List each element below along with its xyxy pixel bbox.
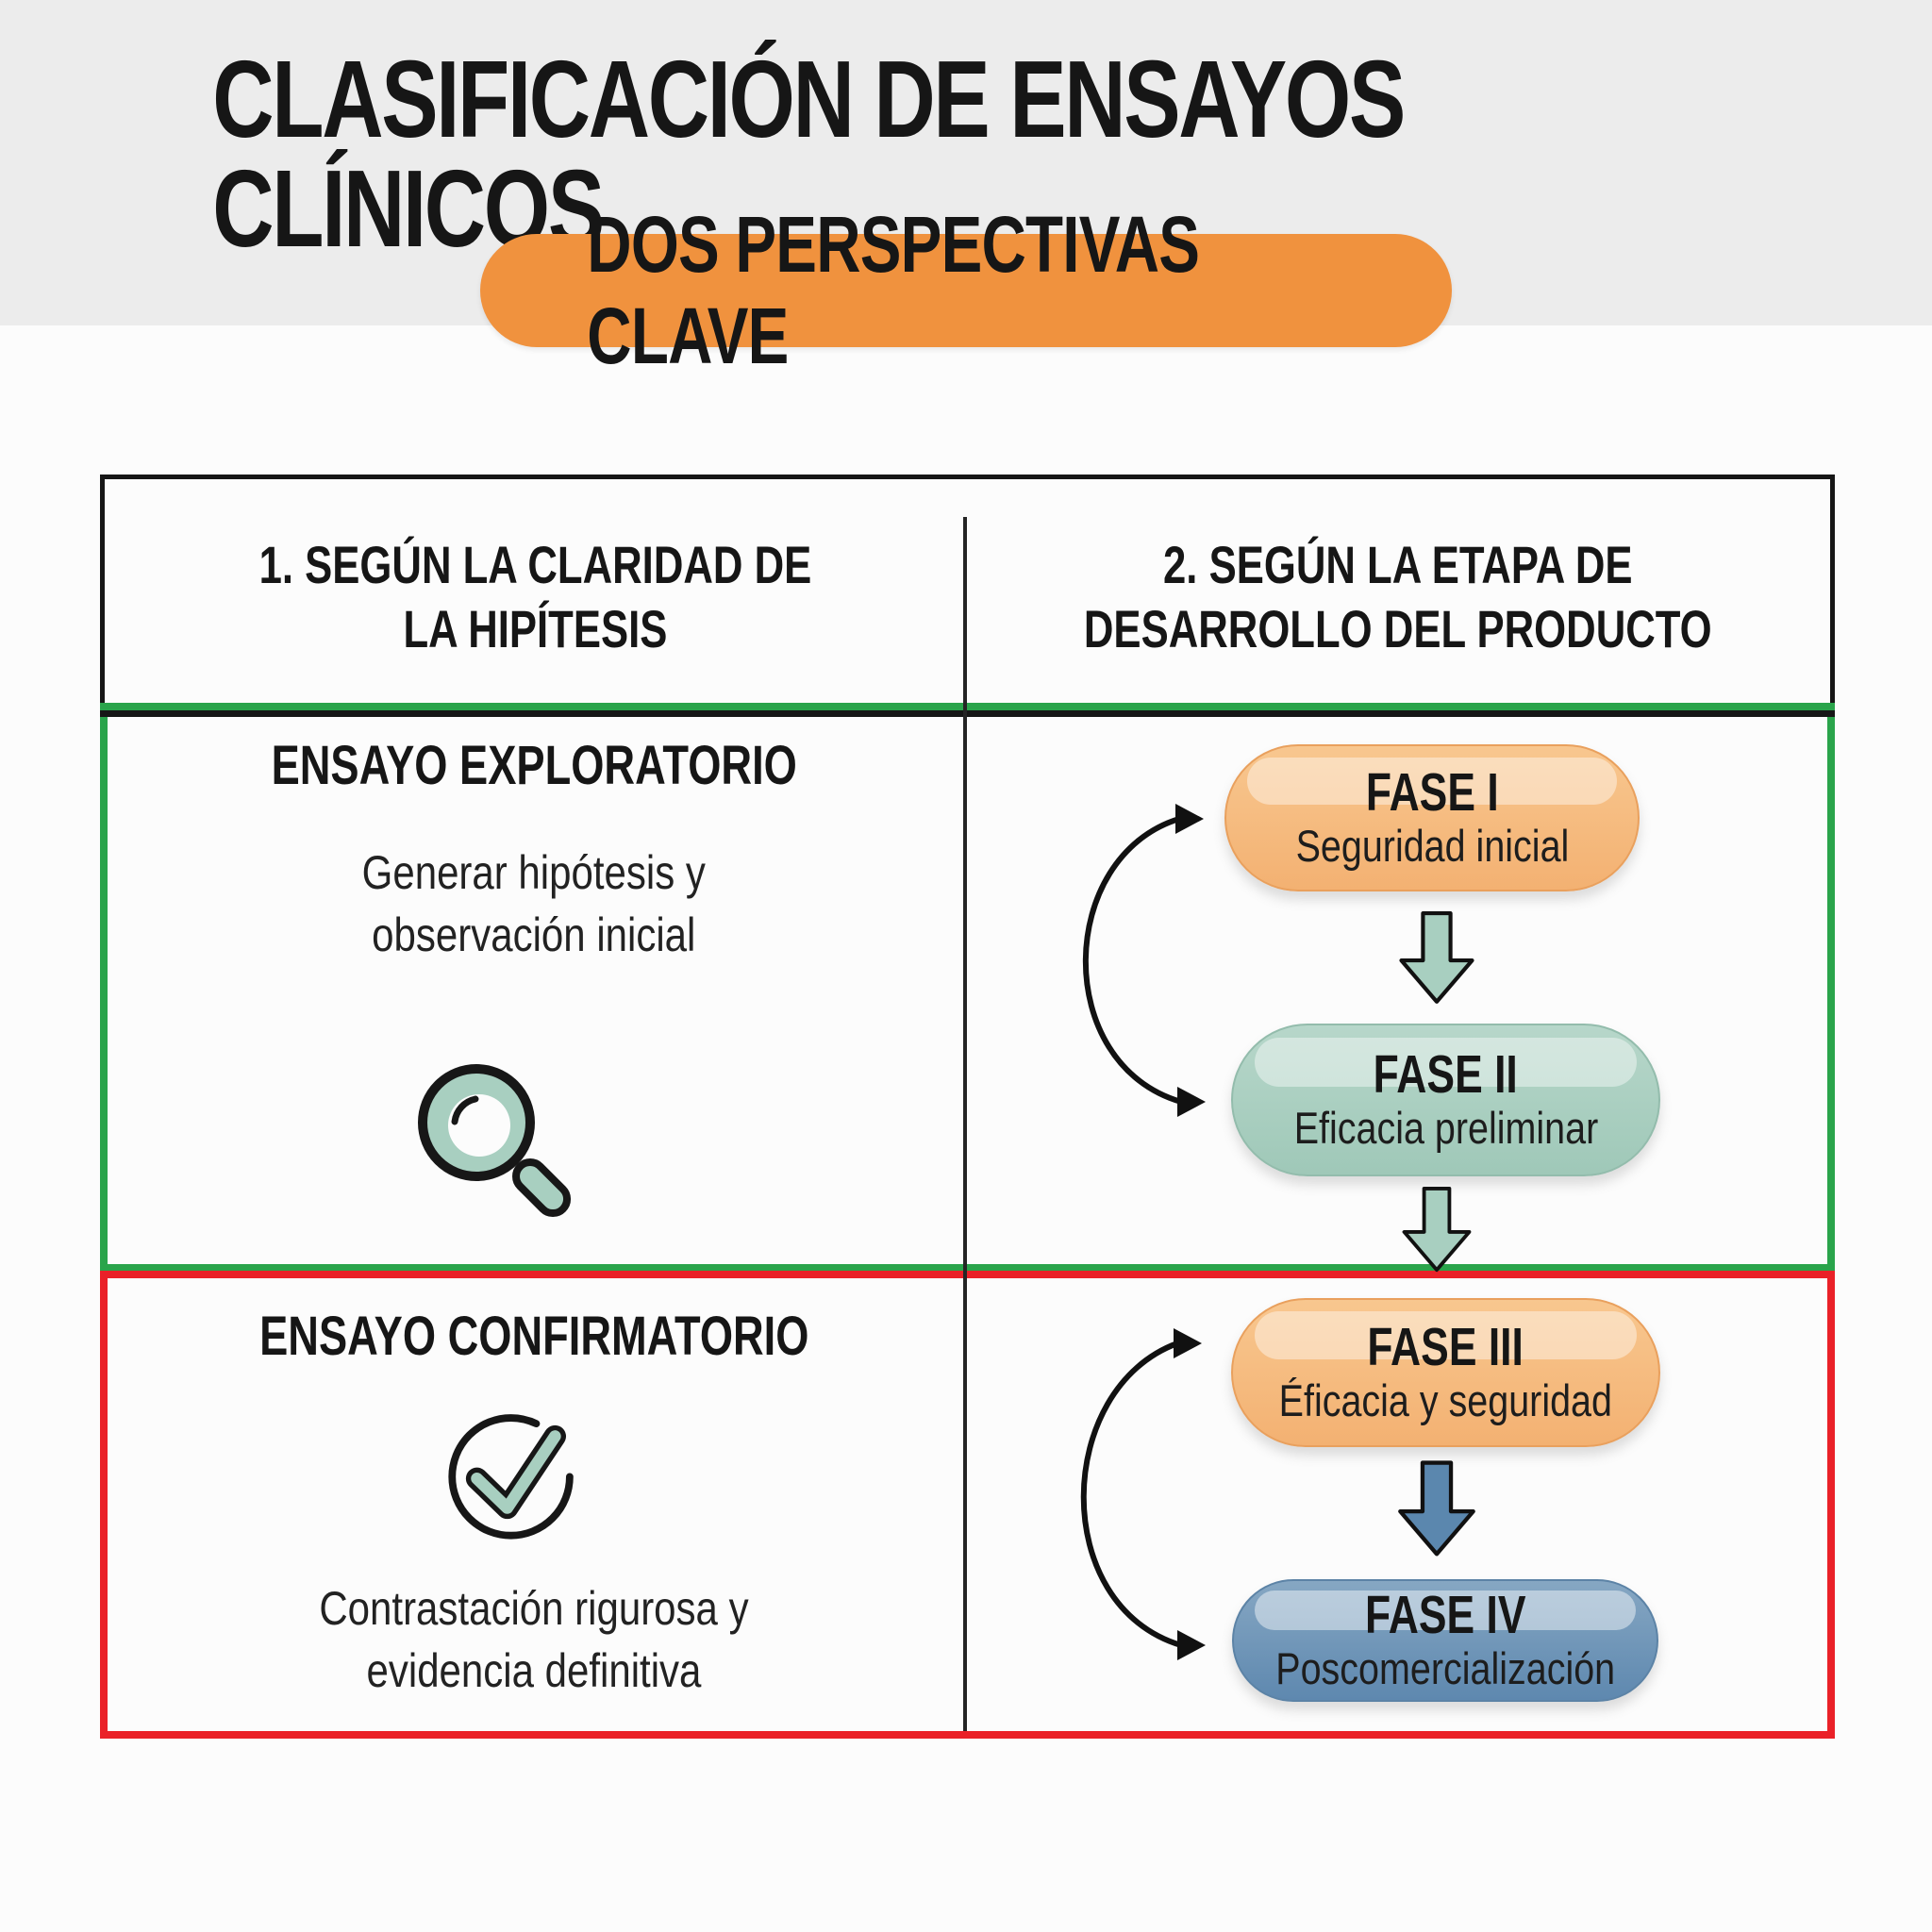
confirmatory-row-border (100, 1271, 1835, 1739)
curve-arrow-phase3-phase4 (1028, 1313, 1217, 1672)
phase-3-label: FASE III (1367, 1317, 1524, 1378)
column-header-development: 2. SEGÚN LA ETAPA DE DESARROLLO DEL PROD… (974, 495, 1823, 698)
subtitle-badge-text: DOS PERSPECTIVAS CLAVE (587, 200, 1200, 380)
phase-4-description: Poscomercialización (1275, 1643, 1615, 1694)
exploratory-row-border (100, 717, 1835, 1271)
column-header-hypothesis: 1. SEGÚN LA CLARIDAD DE LA HIPÍTESIS (113, 495, 958, 698)
exploratory-heading: ENSAYO EXPLORATORIO (109, 736, 958, 796)
column-header-development-text: 2. SEGÚN LA ETAPA DE DESARROLLO DEL PROD… (1084, 535, 1712, 658)
phase-3-pill: FASE III Éficacia y seguridad (1231, 1298, 1660, 1447)
page-title: CLASIFICACIÓN DE ENSAYOS CLÍNICOS (0, 44, 1932, 263)
confirmatory-description: Contrastación rigurosa y evidencia defin… (109, 1577, 958, 1702)
down-arrow-phase2-exit (1396, 1187, 1477, 1274)
confirmatory-heading-text: ENSAYO CONFIRMATORIO (258, 1306, 809, 1367)
phase-2-pill: FASE II Eficacia preliminar (1231, 1024, 1660, 1176)
page-title-text: CLASIFICACIÓN DE ENSAYOS CLÍNICOS (212, 38, 1406, 270)
column-header-hypothesis-text: 1. SEGÚN LA CLARIDAD DE LA HIPÍTESIS (258, 535, 812, 658)
down-arrow-phase1-to-phase2 (1396, 911, 1477, 1006)
phase-1-description: Seguridad inicial (1295, 821, 1569, 872)
phase-1-label: FASE I (1365, 762, 1499, 824)
subtitle-badge: DOS PERSPECTIVAS CLAVE (480, 200, 1452, 380)
phase-1-pill: FASE I Seguridad inicial (1224, 744, 1640, 891)
phase-4-label: FASE IV (1364, 1585, 1526, 1646)
check-icon (426, 1385, 601, 1559)
curve-arrow-phase1-phase2 (1028, 791, 1217, 1121)
exploratory-description: Generar hipótesis y observación inicial (109, 841, 958, 966)
column-divider (963, 517, 967, 1731)
confirmatory-description-text: Contrastación rigurosa y evidencia defin… (319, 1582, 749, 1697)
header-bottom-green-line (100, 703, 1835, 710)
phase-3-description: Éficacia y seguridad (1278, 1375, 1613, 1426)
exploratory-description-text: Generar hipótesis y observación inicial (361, 846, 707, 961)
down-arrow-phase3-to-phase4 (1396, 1460, 1477, 1558)
phase-2-label: FASE II (1373, 1044, 1519, 1106)
phase-4-pill: FASE IV Poscomercialización (1232, 1579, 1658, 1702)
phase-2-description: Eficacia preliminar (1293, 1103, 1598, 1154)
table-header-border (100, 475, 1835, 717)
confirmatory-heading: ENSAYO CONFIRMATORIO (109, 1307, 958, 1367)
exploratory-heading-text: ENSAYO EXPLORATORIO (271, 735, 797, 796)
magnifier-icon (406, 1052, 594, 1241)
